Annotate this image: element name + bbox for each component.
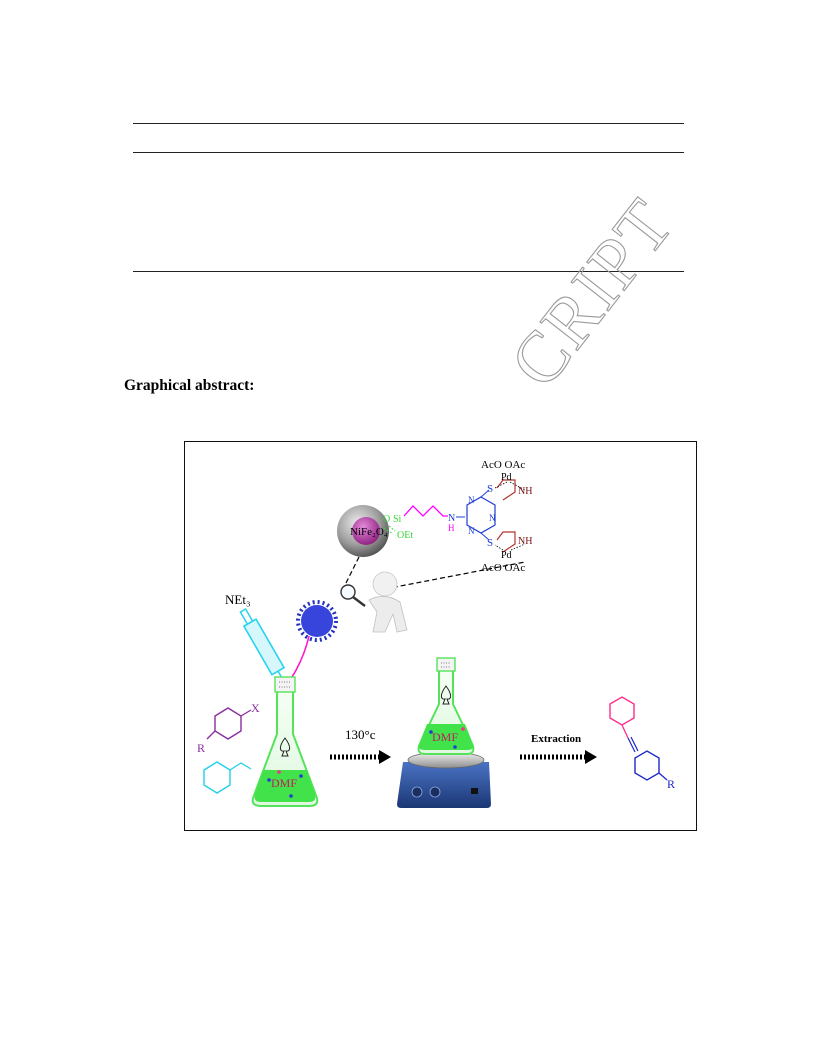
stirrer-knob-right (429, 786, 441, 798)
upper-nh-label: NH (518, 486, 532, 497)
workup-label: Extraction (531, 733, 581, 745)
stirrer-base (397, 762, 491, 808)
reaction-flask: DMF (251, 676, 319, 807)
product-structure: R (609, 696, 675, 791)
table-top-rule (133, 123, 684, 124)
stirrer-flask-particle (429, 730, 433, 734)
catalyst-structure: NiFe₂O₄ O Si OEt N H N N N S NH Pd AcO O… (337, 459, 532, 574)
flask-solution (254, 770, 316, 802)
stirrer-flask-particle (453, 745, 457, 749)
zoom-leader-right (384, 561, 526, 590)
upper-acetate-label: AcO OAc (481, 459, 525, 471)
stirrer-flask-solvent-label: DMF (432, 730, 458, 744)
graphical-abstract-drawing: NiFe₂O₄ O Si OEt N H N N N S NH Pd AcO O… (197, 459, 675, 808)
styrene-structure (203, 761, 252, 794)
stirrer-knob-left (411, 786, 423, 798)
lower-thioether-chain (496, 531, 516, 553)
upper-triazine-s-bond (480, 489, 490, 498)
nanoparticle-spheres (301, 605, 333, 637)
nanoparticle-core (352, 517, 380, 545)
magnifier-handle (352, 596, 366, 607)
zoom-leader-left (342, 556, 360, 590)
lower-acetate-label: AcO OAc (481, 562, 525, 574)
upper-s-label: S (487, 483, 493, 495)
upper-pd-label: Pd (501, 472, 512, 483)
graphical-abstract-heading: Graphical abstract: (124, 377, 255, 394)
magnifier-figure (340, 556, 526, 633)
lower-s-label: S (487, 537, 493, 549)
magnifier-lens (340, 584, 356, 600)
figure-body (368, 596, 408, 633)
lower-pd-label: Pd (501, 550, 512, 561)
styrene-ring (203, 761, 231, 794)
triazine-n-1: N (468, 495, 475, 505)
styrene-vinyl (229, 762, 252, 771)
triazine-n-3: N (468, 526, 475, 536)
stirrer-flask-stopper (436, 657, 456, 672)
flask-particle (299, 774, 303, 778)
stirrer-flask-spade-icon (440, 685, 452, 705)
flask-spade-icon (279, 737, 291, 757)
catalyst-nanoparticle-icon (296, 600, 338, 642)
triazine-n-2: N (489, 513, 496, 523)
table-bottom-rule (133, 271, 684, 272)
halide-bond (240, 709, 252, 717)
flask-particle (267, 778, 271, 782)
silane-si-label: Si (393, 514, 402, 525)
upper-thioether-chain (496, 479, 516, 501)
upper-pd-coordination (494, 481, 526, 491)
stirrer-flask-solution (418, 724, 474, 750)
flask-stopper (274, 676, 296, 693)
watermark-text: CRIPT (495, 184, 690, 402)
halide-r-label: R (197, 741, 205, 755)
stirrer-flask-stopper-texture (441, 662, 451, 668)
silane-oet-label: OEt (397, 530, 413, 541)
silane-oxygen-label: O (383, 514, 390, 525)
silane-bonds (383, 525, 396, 535)
heating-arrowhead (379, 750, 391, 764)
syringe-icon (239, 608, 288, 688)
product-upper-linker (621, 724, 629, 739)
stirrer-switch (471, 788, 478, 794)
aryl-halide-ring (214, 707, 242, 740)
base-label: NEt₃ (225, 592, 250, 607)
product-alkene (627, 736, 639, 753)
stirrer-flask-particle (461, 727, 465, 731)
graphical-abstract-figure: NiFe₂O₄ O Si OEt N H N N N S NH Pd AcO O… (184, 441, 697, 831)
extraction-arrowhead (585, 750, 597, 764)
linker-h-label: H (448, 523, 455, 533)
product-upper-ring (609, 696, 635, 726)
propyl-linker (403, 505, 448, 517)
figure-head (372, 571, 398, 597)
halide-r-bond (206, 730, 216, 740)
flask-particle (289, 794, 293, 798)
heating-condition-label: 130°c (345, 727, 376, 742)
nanoparticle-texture (296, 600, 338, 642)
core-label: NiFe₂O₄ (350, 526, 388, 538)
lower-pd-coordination (494, 543, 526, 551)
table-header-rule (133, 152, 684, 153)
syringe-barrel (242, 618, 286, 676)
manuscript-watermark: CRIPT (494, 183, 690, 402)
flask-particle (277, 770, 281, 774)
product-lower-ring (634, 750, 660, 781)
flask-stopper-texture (279, 681, 291, 688)
stirrer-setup: DMF (397, 657, 491, 808)
product-r-bond (658, 772, 668, 781)
linker-n-label: N (448, 513, 455, 524)
lower-triazine-s-bond (480, 532, 490, 541)
lower-nh-label: NH (518, 536, 532, 547)
halide-x-label: X (251, 701, 260, 715)
flask-solvent-label: DMF (271, 776, 297, 790)
aryl-halide-structure: X R (197, 701, 260, 755)
product-r-label: R (667, 777, 675, 791)
